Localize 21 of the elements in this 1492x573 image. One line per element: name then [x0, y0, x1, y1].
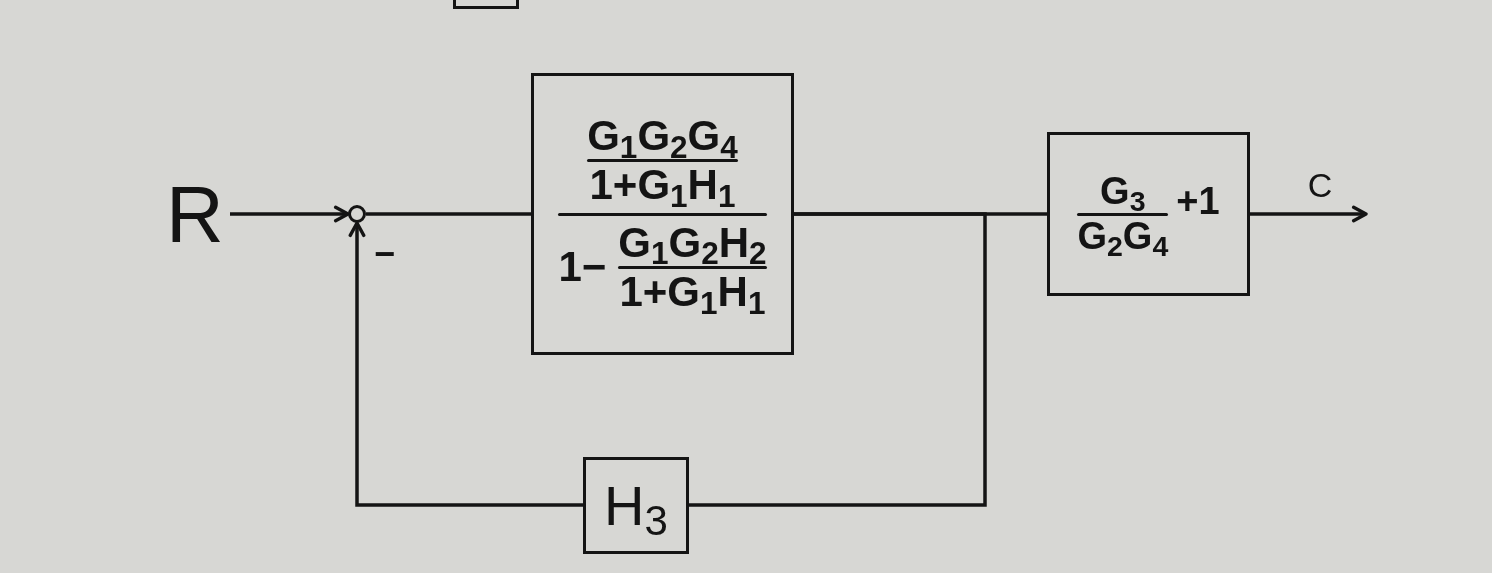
- connector-line: [689, 212, 987, 507]
- arrow: [1250, 205, 1368, 223]
- transfer-function-block: [531, 73, 794, 355]
- math-term: +1: [1176, 181, 1220, 223]
- signal-label: R: [166, 175, 224, 255]
- math-term: G$_{3}$: [1100, 170, 1146, 213]
- block-outline: [453, 0, 519, 9]
- summing-junction: [348, 205, 366, 223]
- math-term: 1+G$_{1}$H$_{1}$: [619, 268, 766, 315]
- block-label: H$_{3}$: [604, 474, 668, 537]
- math-term: 1+G$_{1}$H$_{1}$: [589, 162, 736, 209]
- math-term: G$_{2}$G$_{4}$: [1077, 215, 1169, 258]
- math-term: G$_{1}$G$_{2}$H$_{2}$: [618, 219, 767, 266]
- sign-label: −: [374, 236, 396, 272]
- math-term: G$_{1}$G$_{2}$G$_{4}$: [587, 113, 738, 160]
- arrow: [230, 205, 350, 223]
- transfer-function-block: [583, 457, 689, 554]
- arrow: [348, 221, 583, 507]
- connector-line: [366, 212, 531, 216]
- transfer-function-block: [1047, 132, 1250, 296]
- math-term: 1−: [558, 244, 607, 291]
